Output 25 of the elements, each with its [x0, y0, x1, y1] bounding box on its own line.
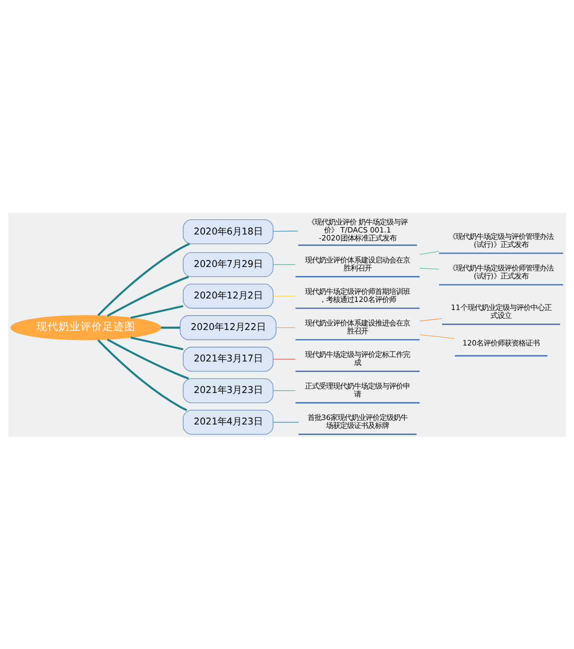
connector — [419, 318, 442, 321]
connector — [276, 326, 296, 328]
node-ellipse: 现代奶业评价足迹图 — [10, 314, 162, 340]
connector — [419, 250, 440, 254]
connector — [97, 242, 190, 316]
connector — [106, 275, 189, 316]
connector — [160, 326, 180, 328]
connector — [97, 338, 188, 411]
node-box: 2020年12月22日 — [180, 314, 276, 340]
connector — [419, 334, 455, 338]
connector — [106, 338, 189, 380]
node-box: 2021年3月17日 — [182, 346, 274, 372]
node-box: 2020年6月18日 — [182, 218, 274, 244]
connector — [272, 421, 299, 422]
connector — [130, 304, 184, 318]
node-box: 2020年12月2日 — [182, 283, 274, 308]
connector — [272, 358, 296, 360]
connector — [272, 230, 298, 232]
connector — [419, 267, 440, 270]
node-box: 2020年7月29日 — [182, 252, 274, 277]
node-box: 2021年4月23日 — [182, 409, 274, 434]
node-box: 2021年3月23日 — [182, 378, 274, 403]
connector — [130, 336, 184, 350]
connector — [272, 295, 296, 296]
connector — [272, 390, 296, 391]
